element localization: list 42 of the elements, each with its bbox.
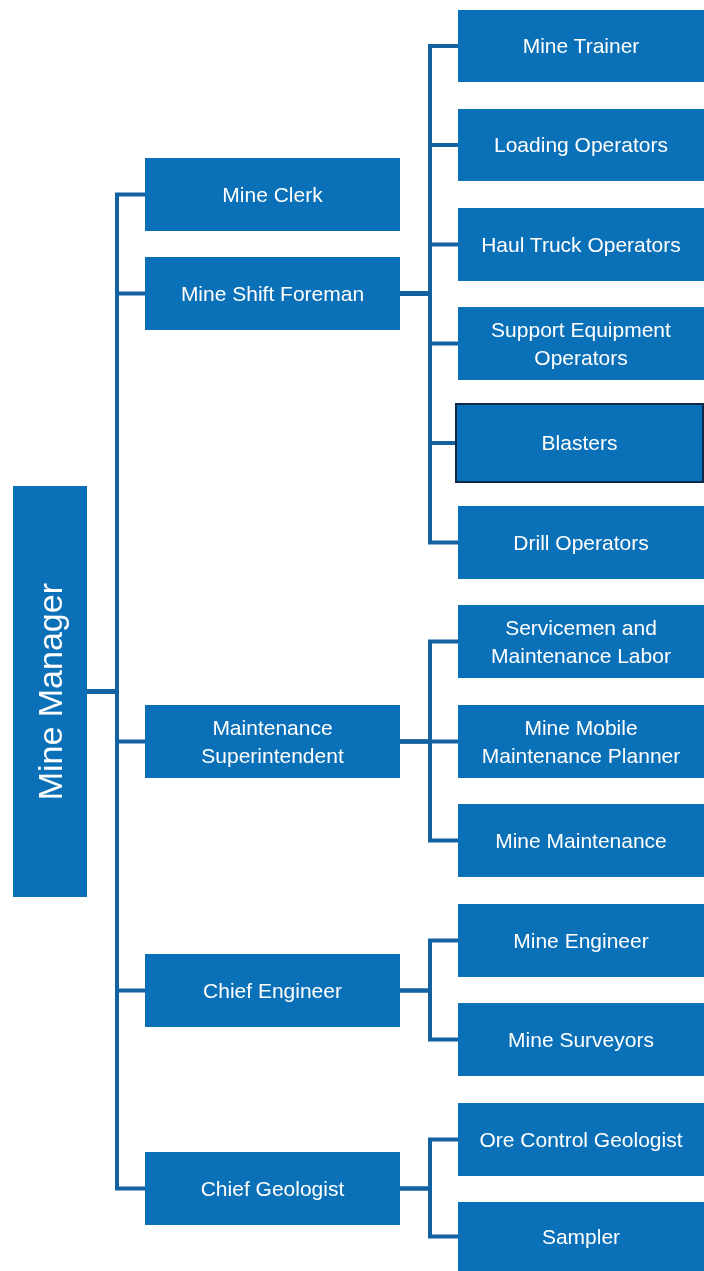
role-title: Mine Surveyors	[508, 1026, 654, 1053]
role-title: Mine Clerk	[222, 181, 323, 208]
role-title: Mine Shift Foreman	[180, 280, 365, 307]
role-title: Maintenance Superintendent	[200, 715, 345, 769]
role-title: Chief Engineer	[203, 977, 342, 1004]
connector-line	[400, 739, 458, 843]
role-box	[458, 1003, 704, 1076]
role-box	[455, 403, 704, 483]
role-title: Blasters	[541, 430, 618, 457]
role-title: Mine Mobile Maintenance Planner	[480, 715, 682, 769]
connector-line	[400, 1186, 458, 1239]
role-box	[145, 1152, 400, 1225]
role-box	[458, 506, 704, 579]
role-title: Chief Geologist	[200, 1175, 345, 1202]
role-box	[145, 257, 400, 330]
role-box	[145, 705, 400, 778]
root-role-box	[13, 486, 87, 897]
role-title: Sampler	[541, 1223, 621, 1250]
role-title: Haul Truck Operators	[481, 231, 681, 258]
role-box	[145, 158, 400, 231]
role-box	[458, 804, 704, 877]
role-box	[145, 954, 400, 1027]
role-title: Mine Maintenance	[495, 827, 667, 854]
role-title: Mine Engineer	[513, 927, 649, 954]
role-title: Ore Control Geologist	[479, 1126, 683, 1153]
role-box	[458, 10, 704, 82]
role-box	[458, 307, 704, 380]
role-box	[458, 1103, 704, 1176]
connector-line	[400, 988, 458, 1042]
role-title: Drill Operators	[513, 529, 649, 556]
role-box	[458, 1202, 704, 1271]
role-box	[458, 705, 704, 778]
role-title: Mine Trainer	[522, 33, 640, 60]
role-title: Servicemen and Maintenance Labor	[490, 615, 672, 669]
role-box	[458, 208, 704, 281]
role-box	[458, 904, 704, 977]
role-box	[458, 605, 704, 678]
role-box	[458, 109, 704, 181]
role-title: Mine Manager	[29, 582, 70, 801]
role-title: Loading Operators	[494, 132, 668, 159]
connector-line	[87, 689, 145, 1191]
role-title: Support Equipment Operators	[490, 317, 672, 371]
